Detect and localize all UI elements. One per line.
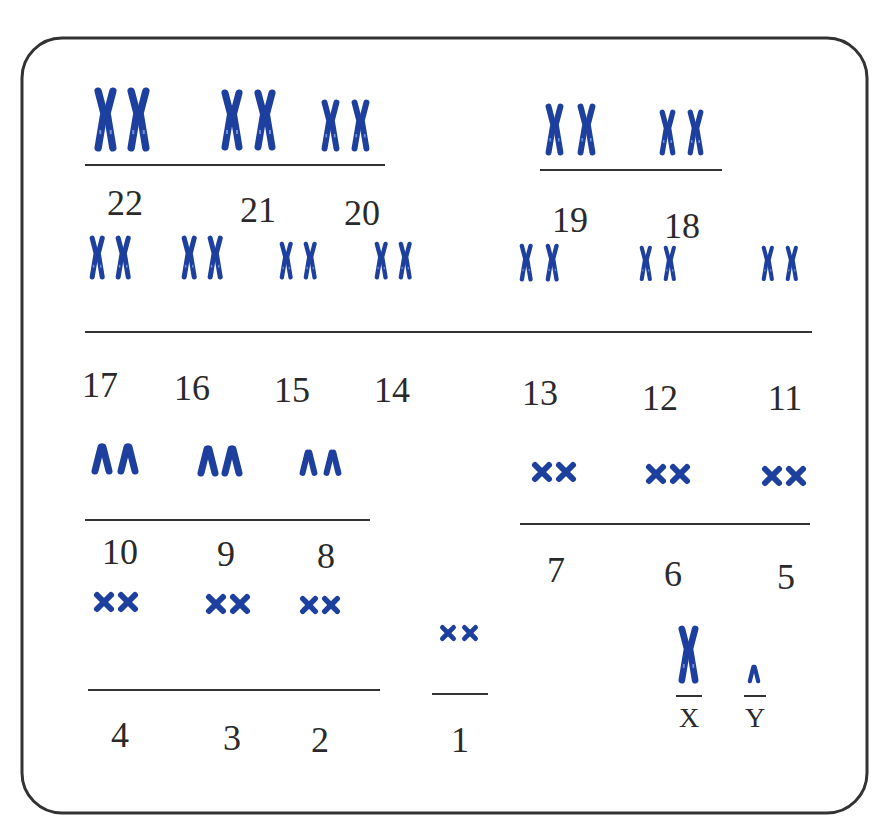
chromosome-number: X <box>679 704 699 732</box>
chromosome-number: 11 <box>768 380 803 416</box>
chromosome-number: 14 <box>374 372 410 408</box>
chromosome-number: 10 <box>102 534 138 570</box>
chromosome-number: 22 <box>107 185 143 221</box>
chromosome-number: 13 <box>522 375 558 411</box>
chromosome-number: 18 <box>664 208 700 244</box>
chromosome-number: 19 <box>552 202 588 238</box>
chromosome-number: 20 <box>344 195 380 231</box>
chromosome-number: 9 <box>217 536 235 572</box>
chromosome-number: 17 <box>82 367 118 403</box>
chromosome-number: 6 <box>664 556 682 592</box>
chromosome-number: 21 <box>240 192 276 228</box>
chromosome-number: 16 <box>174 370 210 406</box>
chromosome-number: 5 <box>777 559 795 595</box>
chromosome-number: 8 <box>317 538 335 574</box>
chromosome-number: 7 <box>547 552 565 588</box>
chromosome-number: 3 <box>223 720 241 756</box>
chromosome-number: 15 <box>274 372 310 408</box>
chromosome-number: 4 <box>111 717 129 753</box>
chromosome-number: 12 <box>642 380 678 416</box>
chromosome-number: 2 <box>311 722 329 758</box>
chromosome-number: 1 <box>451 722 469 758</box>
chromosome-number: Y <box>745 704 765 732</box>
